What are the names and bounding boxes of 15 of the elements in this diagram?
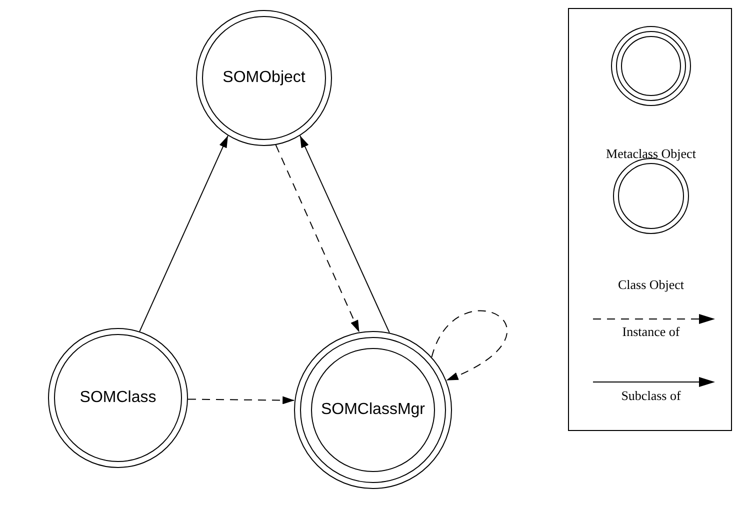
node-label: SOMObject — [222, 69, 306, 87]
dashed-arrow — [275, 144, 360, 333]
dashed-arrow — [431, 310, 508, 381]
node-label: SOMClass — [80, 389, 156, 407]
legend-text: Subclass of — [620, 388, 682, 404]
class-circle — [48, 328, 188, 468]
legend-text: Metaclass Object — [605, 146, 697, 162]
class-circle — [196, 10, 332, 146]
node-label: SOMClassMgr — [320, 401, 425, 419]
legend-text: Class Object — [616, 277, 686, 293]
dashed-arrow — [188, 396, 296, 404]
legend-text: Instance of — [621, 324, 681, 340]
arrow — [139, 135, 228, 332]
arrow — [300, 135, 390, 334]
metaclass-circle — [294, 331, 452, 489]
